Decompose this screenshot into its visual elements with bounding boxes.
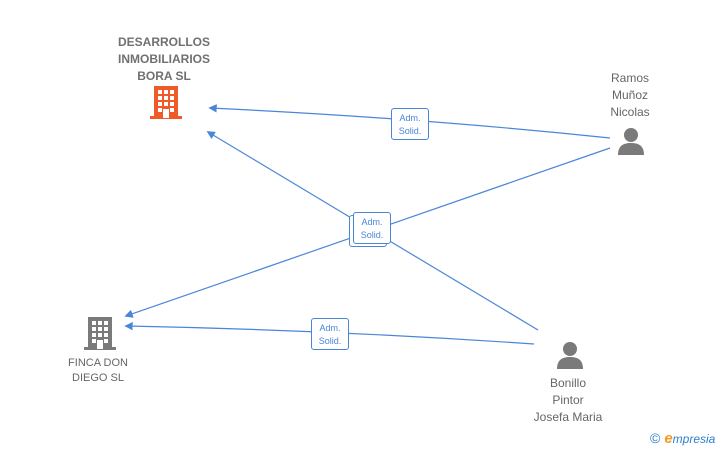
person-icon[interactable] bbox=[616, 126, 646, 156]
empresia-logo: empresia bbox=[664, 430, 715, 447]
person-ramos-name-line: Nicolas bbox=[610, 105, 650, 119]
edge-badge-line: Adm. bbox=[399, 113, 421, 123]
company-desarrollos-name-line: BORA SL bbox=[137, 69, 191, 83]
person-ramos-name-line: Ramos bbox=[610, 71, 649, 85]
edge-badge-line: Adm. bbox=[319, 323, 341, 333]
company-desarrollos-name-line: INMOBILIARIOS bbox=[118, 52, 210, 66]
person-icon[interactable] bbox=[555, 340, 585, 370]
empresia-logo-text: mpresia bbox=[672, 431, 716, 446]
empresia-watermark: © empresia bbox=[650, 428, 715, 448]
edge-badge-line: Solid. bbox=[398, 126, 422, 136]
person-bonillo-name-line: Josefa Maria bbox=[533, 410, 603, 424]
person-bonillo-name-line: Bonillo bbox=[549, 376, 587, 390]
company-finca-label[interactable]: FINCA DON DIEGO SL bbox=[52, 356, 144, 386]
company-desarrollos-label[interactable]: DESARROLLOS INMOBILIARIOS BORA SL bbox=[100, 34, 228, 85]
copyright-symbol: © bbox=[650, 430, 661, 446]
person-bonillo-label[interactable]: Bonillo Pintor Josefa Maria bbox=[520, 375, 616, 426]
person-ramos-label[interactable]: Ramos Muñoz Nicolas bbox=[596, 70, 664, 121]
person-ramos-name-line: Muñoz bbox=[611, 88, 649, 102]
company-desarrollos-name-line: DESARROLLOS bbox=[117, 35, 210, 49]
edge-badge[interactable]: Adm. Solid. bbox=[311, 318, 349, 350]
edge-badge[interactable]: Adm. Solid. bbox=[391, 108, 429, 140]
edge-badge[interactable]: Adm. Solid. bbox=[353, 212, 391, 244]
building-icon[interactable] bbox=[149, 84, 183, 120]
edge-badge-line: Solid. bbox=[360, 230, 384, 240]
edge-badge-line: Solid. bbox=[318, 336, 342, 346]
company-finca-name-line: FINCA DON bbox=[68, 357, 128, 369]
empresia-logo-e: e bbox=[664, 429, 673, 447]
person-bonillo-name-line: Pintor bbox=[552, 393, 584, 407]
edge-badge-line: Adm. bbox=[361, 217, 383, 227]
company-finca-name-line: DIEGO SL bbox=[72, 372, 124, 384]
building-icon[interactable] bbox=[83, 315, 117, 351]
